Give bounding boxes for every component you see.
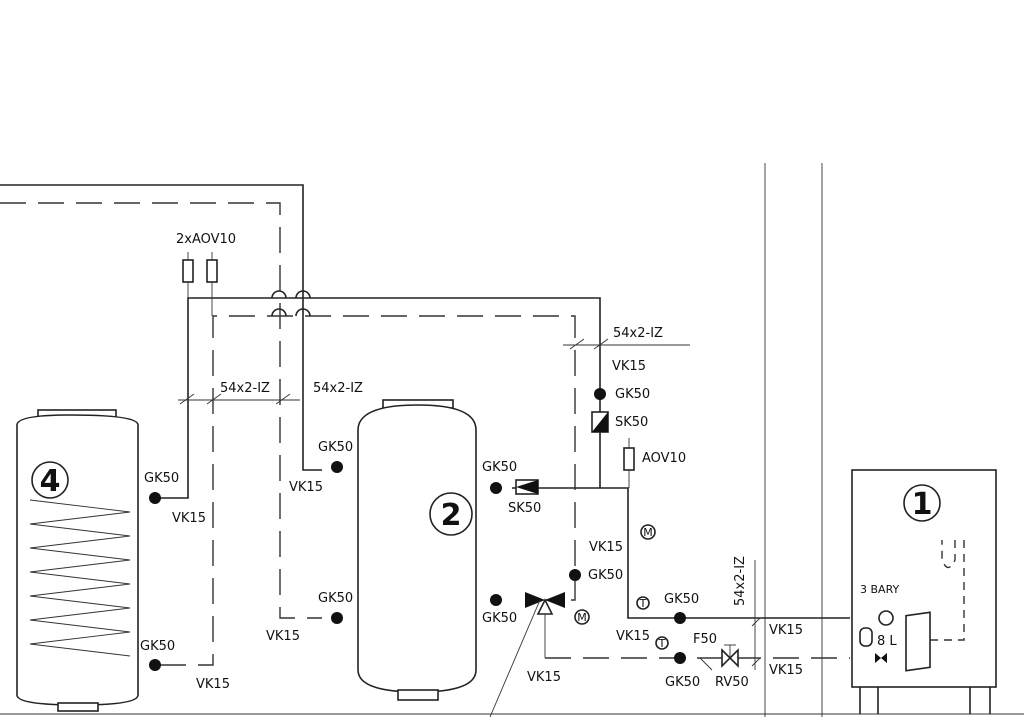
balancing-valve [721,644,739,668]
heat-pump-unit: 1 3 BARY 8 L [851,469,997,714]
motor-symbol: M [643,526,653,539]
ball-valve-label: GK50 [615,387,650,402]
heat-pump-number: 1 [912,487,933,522]
ball-valve-label: GK50 [664,592,699,607]
drain-valve-label: VK15 [612,359,646,374]
drain-valve-label: VK15 [616,629,650,644]
pipe-spec-label: 54x2-IZ [613,326,663,341]
three-way-valve [489,592,565,718]
drain-valve-label: VK15 [172,511,206,526]
expansion-label: 8 L [877,634,897,649]
check-valves [515,411,609,495]
air-vent-pair [182,252,218,316]
drain-valve-label: VK15 [266,629,300,644]
pipe-spec-label: 54x2-IZ [313,381,363,396]
air-vent-right [623,438,635,488]
ball-valve-label: GK50 [318,440,353,455]
drain-valve-label: VK15 [589,540,623,555]
drain-valve-label: VK15 [769,623,803,638]
ball-valve-label: GK50 [140,639,175,654]
ball-valve-label: GK50 [588,568,623,583]
main-return-pipe [160,315,850,666]
drain-valve-label: VK15 [196,677,230,692]
ball-valve-label: GK50 [665,675,700,690]
dhw-tank: 4 [16,409,139,712]
balancing-valve-label: RV50 [715,675,749,690]
air-vent-label: AOV10 [642,451,686,466]
pipe-spec-label: 54x2-IZ [733,556,748,606]
dhw-tank-number: 4 [40,464,61,499]
buffer-tank-number: 2 [441,498,462,533]
motor-symbols: M M T T [574,524,669,650]
check-valve-label: SK50 [508,501,541,516]
dhw-loop-supply [0,184,322,619]
ball-valve-label: GK50 [318,591,353,606]
ball-valve-label: GK50 [482,611,517,626]
thermometer-symbol: T [658,637,666,650]
drain-valve-label: VK15 [527,670,561,685]
drain-valve-label: VK15 [769,663,803,678]
pressure-label: 3 BARY [860,583,900,596]
ball-valve-label: GK50 [144,471,179,486]
thermometer-symbol: T [639,597,647,610]
pipe-crossings [271,290,311,317]
motor-symbol: M [577,611,587,624]
check-valve-label: SK50 [615,415,648,430]
pipe-spec-label: 54x2-IZ [220,381,270,396]
pipe-spec-markers [178,338,761,670]
ball-valves [149,388,686,671]
air-vents-label: 2xAOV10 [176,232,236,247]
annotations: 2xAOV10 54x2-IZ 54x2-IZ 54x2-IZ 54x2-IZ … [140,232,803,692]
buffer-tank: 2 [357,399,477,701]
drain-valve-label: VK15 [289,480,323,495]
ball-valve-label: GK50 [482,460,517,475]
building-walls [0,163,1024,717]
filter-label: F50 [693,632,717,647]
filter [699,657,713,671]
